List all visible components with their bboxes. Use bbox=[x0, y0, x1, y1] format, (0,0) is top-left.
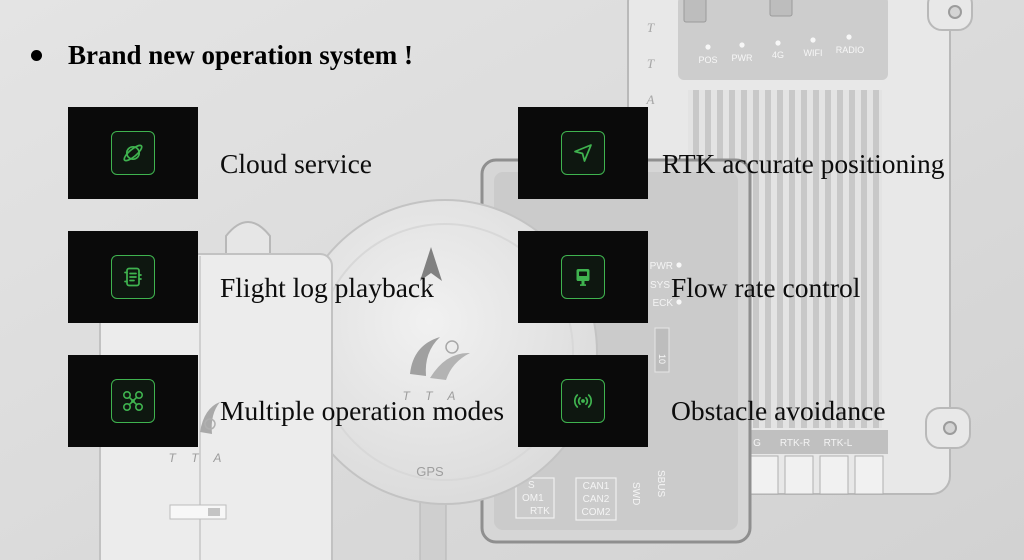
connector bbox=[819, 455, 849, 495]
module-antenna bbox=[225, 221, 271, 263]
led-label: ECK bbox=[652, 298, 673, 309]
feature-tile-operation-modes bbox=[68, 355, 198, 447]
drone-icon bbox=[111, 379, 155, 423]
log-book-icon bbox=[111, 255, 155, 299]
switch-2 bbox=[769, 0, 793, 17]
radar-signal-icon bbox=[561, 379, 605, 423]
gps-logo-cloud bbox=[445, 340, 459, 354]
vertical-port-label: SWD bbox=[630, 482, 641, 505]
indicator-label: 4G bbox=[772, 50, 784, 60]
feature-label-rtk-positioning: RTK accurate positioning bbox=[662, 148, 945, 179]
indicator-label: WIFI bbox=[804, 48, 823, 58]
drone-icon-graphic bbox=[122, 390, 144, 412]
module-label-tab bbox=[208, 508, 220, 516]
gps-label: GPS bbox=[416, 464, 444, 479]
navigation-arrow-icon-graphic bbox=[574, 144, 592, 162]
feature-tile-flow-rate bbox=[518, 231, 648, 323]
port-box-label: COM2 bbox=[582, 507, 611, 518]
indicator-dot bbox=[775, 40, 781, 46]
port-side-label: S bbox=[528, 480, 535, 491]
indicator-dot bbox=[810, 37, 816, 43]
indicator-label: POS bbox=[698, 55, 717, 65]
flow-meter-icon bbox=[561, 255, 605, 299]
led-dot bbox=[676, 262, 682, 268]
feature-label-flight-log: Flight log playback bbox=[220, 272, 434, 303]
gps-direction-arrow bbox=[420, 247, 442, 281]
feature-tile-obstacle-avoidance bbox=[518, 355, 648, 447]
connector bbox=[854, 455, 884, 495]
flow-meter-icon-graphic bbox=[576, 269, 590, 286]
slide-heading: Brand new operation system ! bbox=[68, 40, 413, 70]
led-label: SYS bbox=[650, 280, 670, 291]
indicator-label: RADIO bbox=[836, 45, 865, 55]
feature-tile-cloud-service bbox=[68, 107, 198, 199]
port-label: RTK-R bbox=[780, 438, 810, 449]
connector bbox=[749, 455, 779, 495]
gps-cable bbox=[419, 495, 447, 560]
feature-label-flow-rate: Flow rate control bbox=[671, 272, 861, 303]
gps-brand: T T A bbox=[403, 389, 462, 403]
switch-1 bbox=[683, 0, 707, 23]
indicator-dot bbox=[705, 44, 711, 50]
gps-logo-swoosh bbox=[410, 337, 440, 376]
mount-hole-top bbox=[948, 5, 962, 19]
navigation-arrow-icon bbox=[561, 131, 605, 175]
radar-signal-icon-graphic bbox=[573, 394, 593, 408]
planet-icon bbox=[111, 131, 155, 175]
log-book-icon-graphic bbox=[124, 267, 142, 287]
gps-logo-wing bbox=[430, 352, 470, 380]
port-label-strip bbox=[742, 430, 888, 454]
feature-label-operation-modes: Multiple operation modes bbox=[220, 395, 505, 426]
vertical-port-label: SBUS bbox=[655, 470, 666, 498]
port-box-label: CAN2 bbox=[583, 494, 610, 505]
connector bbox=[784, 455, 814, 495]
controller-brand: T T A bbox=[643, 20, 658, 110]
module-brand: T T A bbox=[169, 451, 228, 465]
strip-label: 10 bbox=[657, 354, 667, 364]
port-side-box bbox=[515, 477, 555, 519]
feature-tile-rtk-positioning bbox=[518, 107, 648, 199]
feature-tile-flight-log bbox=[68, 231, 198, 323]
port-box-label: CAN1 bbox=[583, 481, 610, 492]
bullet-dot bbox=[31, 50, 42, 61]
indicator-panel bbox=[678, 0, 888, 80]
indicator-label: PWR bbox=[732, 53, 753, 63]
planet-icon-graphic bbox=[123, 144, 143, 162]
feature-label-obstacle-avoidance: Obstacle avoidance bbox=[671, 395, 886, 426]
module-logo-cloud bbox=[204, 418, 216, 430]
port-label: G bbox=[753, 438, 761, 449]
mount-hole-bottom bbox=[943, 421, 957, 435]
port-label: RTK-L bbox=[824, 438, 853, 449]
feature-label-cloud-service: Cloud service bbox=[220, 148, 372, 179]
port-box bbox=[575, 477, 617, 521]
led-dot bbox=[676, 299, 682, 305]
port-side-label: OM1 bbox=[522, 493, 544, 504]
indicator-dot bbox=[846, 34, 852, 40]
label-strip bbox=[654, 327, 670, 373]
indicator-dot bbox=[739, 42, 745, 48]
port-side-label: RTK bbox=[530, 506, 550, 517]
led-label: PWR bbox=[650, 261, 673, 272]
